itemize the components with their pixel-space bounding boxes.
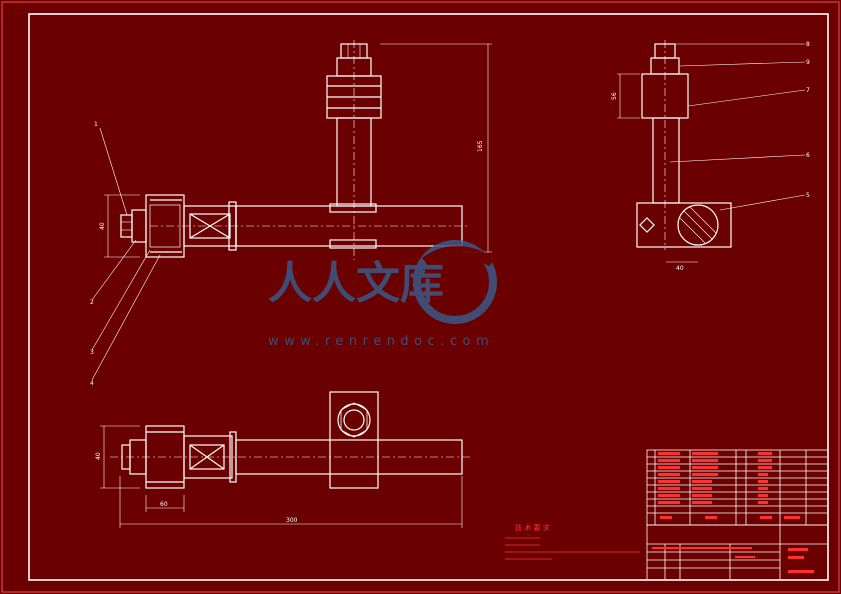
- front-view: [110, 391, 470, 489]
- balloon-1: 1: [94, 121, 98, 128]
- title-block: [646, 449, 829, 581]
- main-dimensions: [104, 43, 492, 258]
- balloon-7: 7: [806, 87, 810, 94]
- dim-total-length: 300: [286, 517, 298, 524]
- tech-req-lines: [505, 537, 640, 560]
- dim-right-width: 40: [676, 265, 684, 272]
- balloon-3: 3: [90, 349, 94, 356]
- dim-front-height: 40: [95, 452, 102, 460]
- balloon-8: 8: [806, 41, 810, 48]
- watermark-url: www.renrendoc.com: [268, 334, 494, 349]
- balloon-6: 6: [806, 152, 810, 159]
- balloon-2: 2: [90, 299, 94, 306]
- balloon-4: 4: [90, 380, 94, 387]
- balloon-5: 5: [806, 192, 810, 199]
- dim-right-height: 56: [611, 92, 618, 100]
- right-view: [636, 40, 732, 250]
- watermark: 人人文库 www.renrendoc.com: [268, 240, 497, 349]
- right-leaders: [617, 43, 806, 263]
- leader-lines: [91, 127, 161, 381]
- balloon-9: 9: [806, 59, 810, 66]
- dim-nut-height: 40: [99, 222, 106, 230]
- watermark-brand: 人人文库: [268, 258, 444, 309]
- dim-front-offset: 60: [160, 501, 168, 508]
- inner-frame: [28, 13, 829, 581]
- tech-req-title: 技 术 要 求: [515, 523, 550, 532]
- front-dimensions: [100, 425, 463, 528]
- title-block-text-marks: [652, 452, 814, 573]
- dim-top-height: 165: [477, 140, 484, 152]
- main-view: [120, 40, 470, 260]
